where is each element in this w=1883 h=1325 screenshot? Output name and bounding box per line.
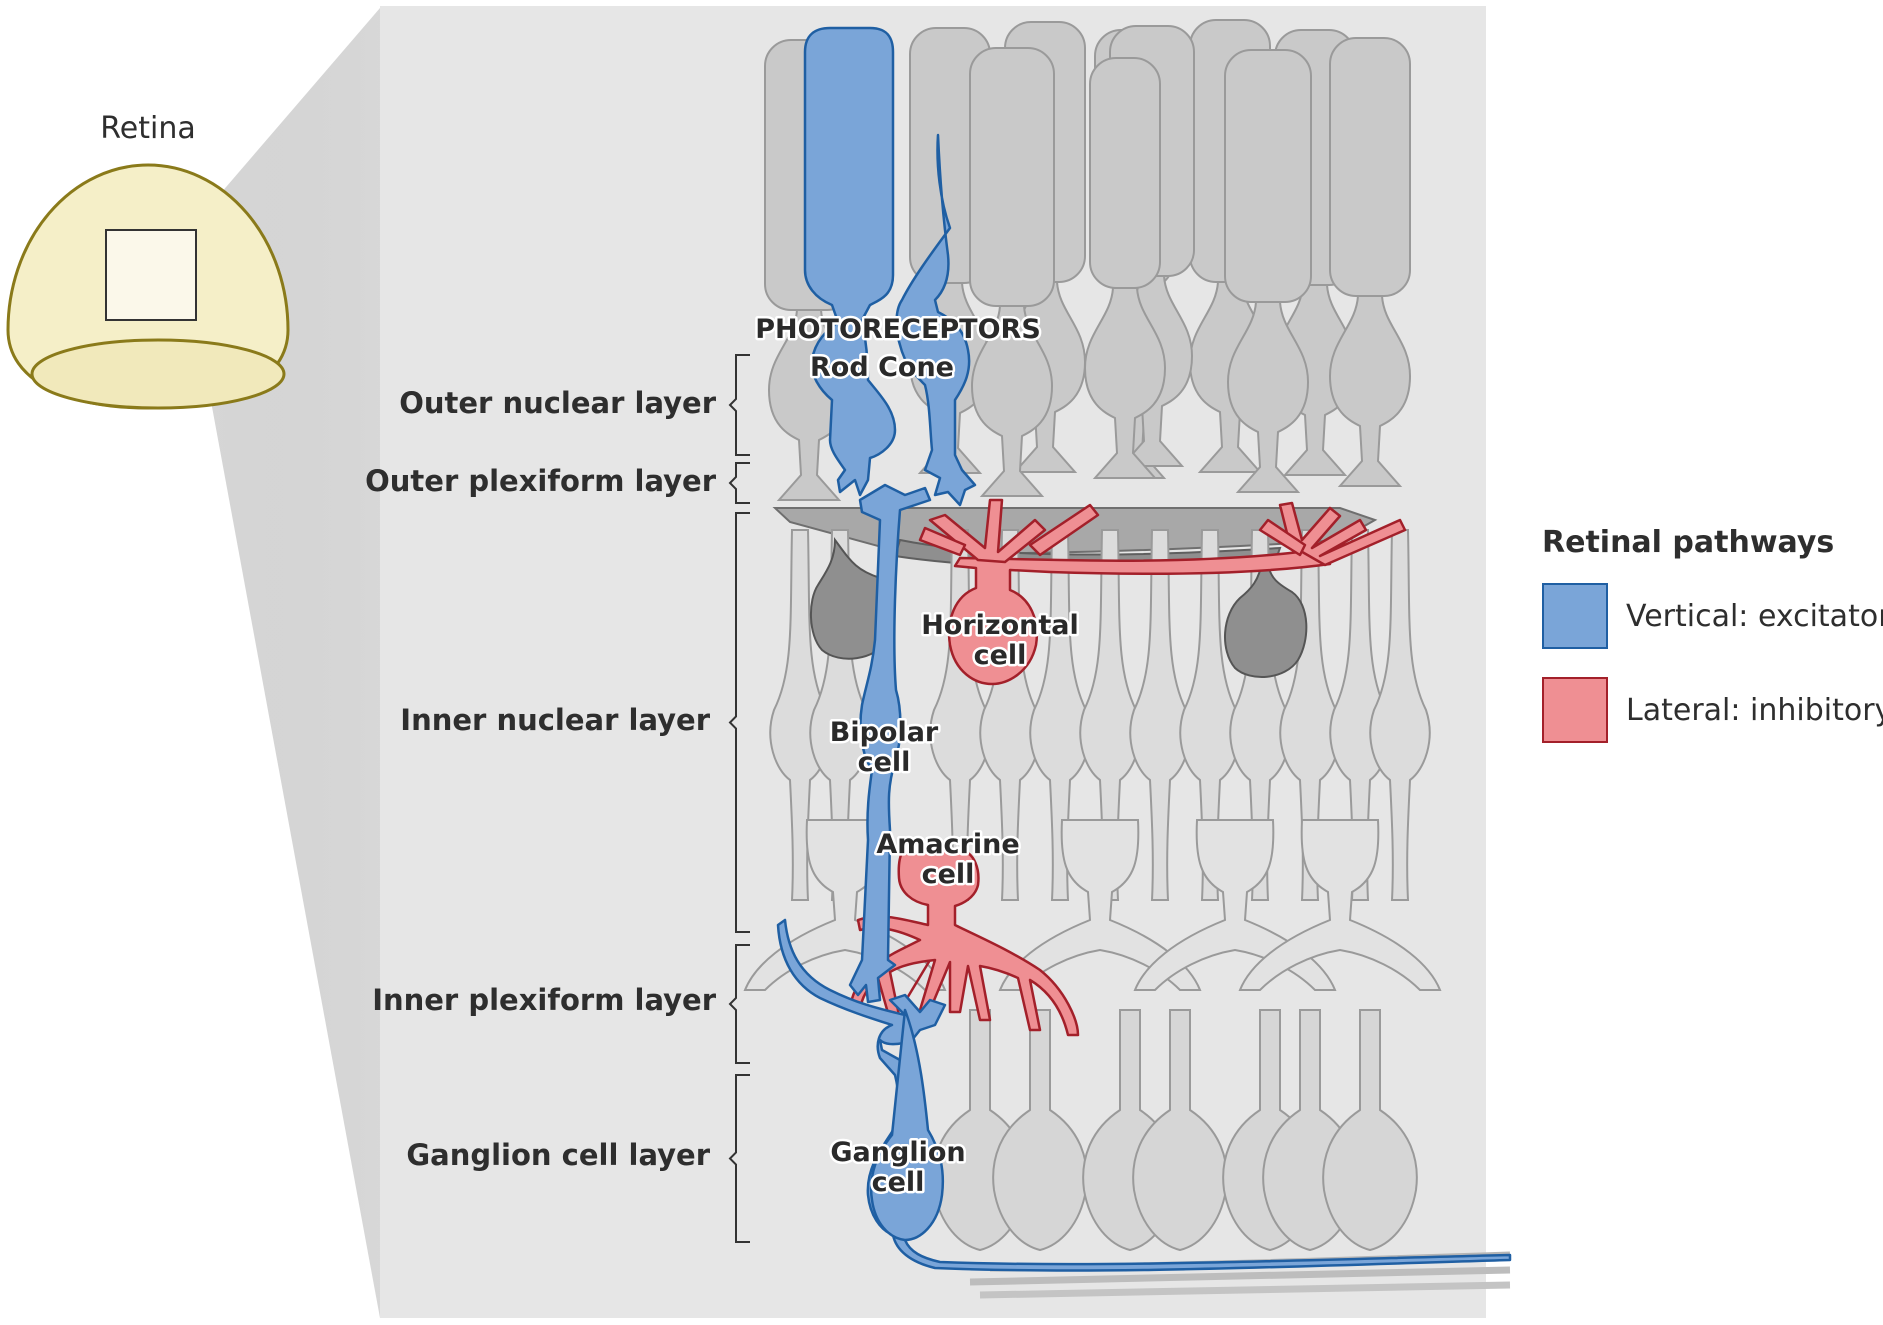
amacrine-bg-0 bbox=[743, 819, 947, 991]
outer-nuclear-layer-label: Outer nuclear layer bbox=[399, 386, 716, 420]
ganglion-cell-label-2: cell bbox=[872, 1167, 925, 1198]
legend-title: Retinal pathways bbox=[1542, 525, 1834, 560]
photoreceptor-outer-segment bbox=[1329, 37, 1411, 297]
legend-label-inhibitory: Lateral: inhibitory bbox=[1626, 693, 1883, 728]
retina-title: Retina bbox=[100, 111, 195, 146]
outer-plexiform-layer-label: Outer plexiform layer bbox=[365, 464, 717, 498]
bracket-2 bbox=[728, 512, 750, 933]
inner-plexiform-layer-label: Inner plexiform layer bbox=[372, 983, 717, 1017]
amacrine-bg-3 bbox=[1238, 819, 1442, 991]
bracket-4 bbox=[728, 1074, 750, 1243]
ganglion-cell-label: Ganglion bbox=[830, 1137, 965, 1168]
inner-nuclear-cell-9 bbox=[1279, 529, 1341, 901]
inner-nuclear-cell-7 bbox=[1179, 529, 1241, 901]
legend: Retinal pathways Vertical: excitatory La… bbox=[1542, 525, 1883, 743]
photoreceptors-label: PHOTORECEPTORS bbox=[755, 314, 1041, 345]
bipolar-cell-label: Bipolar bbox=[830, 717, 939, 748]
ganglion-bg-1 bbox=[992, 1009, 1088, 1252]
retina-eye-icon bbox=[6, 163, 290, 410]
bipolar-cell-label-2: cell bbox=[858, 747, 911, 778]
photoreceptor-bg-10 bbox=[1083, 57, 1167, 479]
bracket-0 bbox=[728, 354, 750, 456]
amacrine-cell-label-2: cell bbox=[922, 859, 975, 890]
inner-nuclear-cell-6 bbox=[1129, 529, 1191, 901]
photoreceptor-soma bbox=[1328, 295, 1412, 487]
layer-brackets bbox=[728, 354, 750, 1243]
inner-nuclear-cell-10 bbox=[1329, 529, 1391, 901]
cone-photoreceptor bbox=[895, 133, 977, 507]
inner-nuclear-layer-label: Inner nuclear layer bbox=[400, 703, 710, 737]
legend-swatch-inhibitory bbox=[1542, 677, 1608, 743]
inner-nuclear-cell-5 bbox=[1079, 529, 1141, 901]
ganglion-cell-layer-label: Ganglion cell layer bbox=[406, 1138, 710, 1172]
photoreceptor-soma bbox=[970, 305, 1054, 497]
amacrine-cell-label: Amacrine bbox=[876, 829, 1019, 860]
photoreceptor-bg-8 bbox=[1224, 49, 1312, 493]
horizontal-cell-label: Horizontal bbox=[921, 610, 1079, 641]
legend-label-excitatory: Vertical: excitatory bbox=[1626, 599, 1883, 634]
highlighted-pathways bbox=[776, 26, 1512, 1299]
photoreceptor-outer-segment bbox=[1089, 57, 1161, 289]
dark-horizontal-soma-2 bbox=[1224, 559, 1308, 679]
bracket-3 bbox=[728, 944, 750, 1064]
ganglion-cell bbox=[776, 918, 1512, 1272]
bipolar-cell bbox=[848, 483, 932, 1004]
photoreceptor-bg-3 bbox=[969, 47, 1055, 497]
rod-photoreceptor bbox=[803, 26, 897, 497]
inner-nuclear-cell-8 bbox=[1229, 529, 1291, 901]
photoreceptor-outer-segment bbox=[969, 47, 1055, 307]
inner-nuclear-cell-0 bbox=[769, 529, 831, 901]
amacrine-bg-1 bbox=[998, 819, 1202, 991]
photoreceptor-soma bbox=[1226, 301, 1310, 493]
photoreceptor-bg-9 bbox=[1328, 37, 1412, 487]
inner-nuclear-cell-4 bbox=[1029, 529, 1091, 901]
rod-cone-label: Rod Cone bbox=[810, 352, 954, 383]
ganglion-bg-3 bbox=[1132, 1009, 1228, 1252]
photoreceptor-soma bbox=[1083, 287, 1167, 479]
photoreceptor-outer-segment bbox=[1224, 49, 1312, 303]
bracket-1 bbox=[728, 462, 750, 504]
inner-nuclear-cell-11 bbox=[1369, 529, 1431, 901]
inner-nuclear-cell-3 bbox=[979, 529, 1041, 901]
horizontal-cell bbox=[918, 498, 1407, 686]
horizontal-cell-label-2: cell bbox=[974, 640, 1027, 671]
ganglion-bg-6 bbox=[1322, 1009, 1418, 1252]
legend-swatch-excitatory bbox=[1542, 583, 1608, 649]
